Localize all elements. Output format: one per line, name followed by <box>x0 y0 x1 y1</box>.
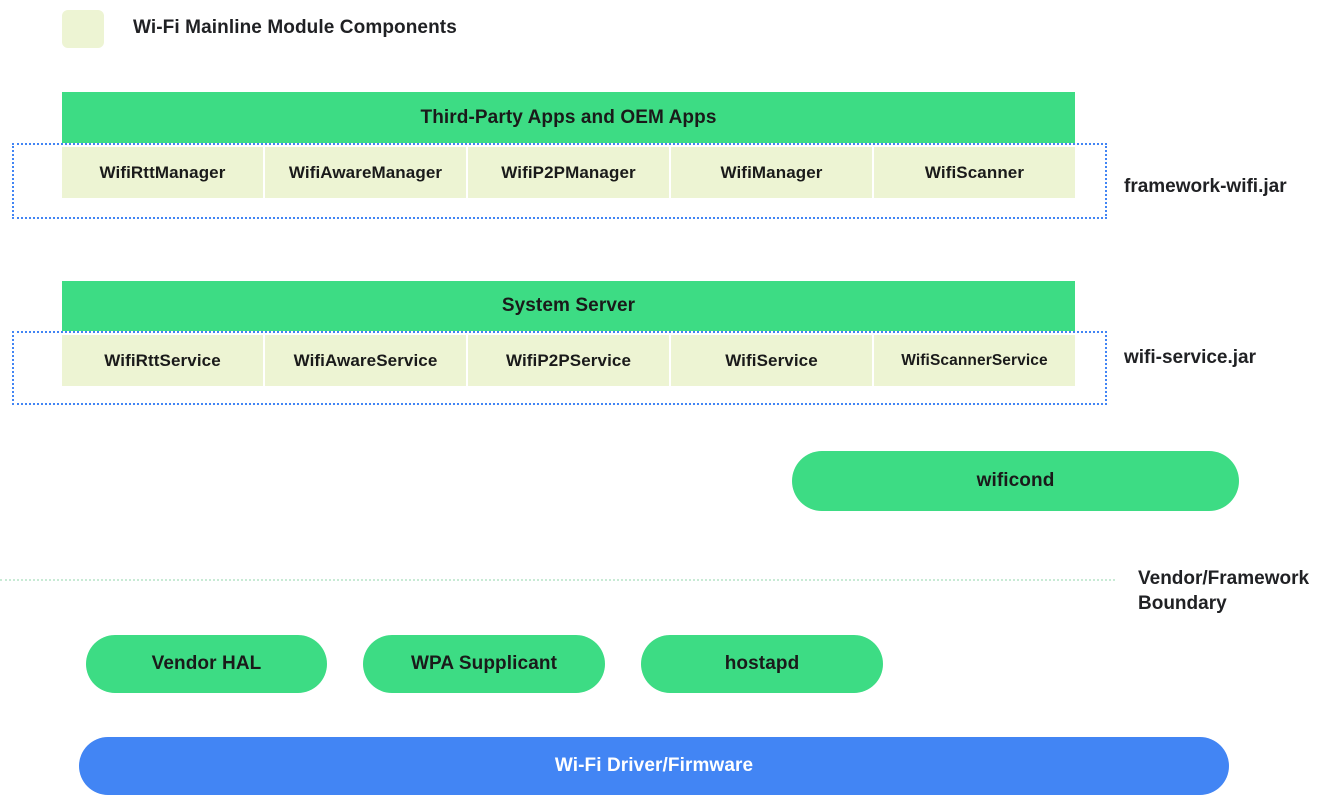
component-cell-wifiawaremanager[interactable]: WifiAwareManager <box>265 147 466 198</box>
legend-label: Wi-Fi Mainline Module Components <box>133 17 457 38</box>
component-cell-wifirttmanager[interactable]: WifiRttManager <box>62 147 263 198</box>
vendor-framework-boundary-label: Vendor/Framework Boundary <box>1138 566 1328 616</box>
wifi-service-component-strip: WifiRttService WifiAwareService WifiP2PS… <box>62 335 1075 386</box>
component-cell-wifiservice[interactable]: WifiService <box>671 335 872 386</box>
system-server-band: System Server <box>62 281 1075 331</box>
wifi-service-jar-label: wifi-service.jar <box>1124 347 1257 368</box>
wifi-driver-firmware-pill[interactable]: Wi-Fi Driver/Firmware <box>79 737 1229 795</box>
legend-color-swatch <box>62 10 104 48</box>
boundary-label-line-1: Vendor/Framework <box>1138 568 1310 589</box>
vendor-framework-boundary-line <box>0 579 1115 581</box>
framework-wifi-component-strip: WifiRttManager WifiAwareManager WifiP2PM… <box>62 147 1075 198</box>
wificond-pill[interactable]: wificond <box>792 451 1239 511</box>
framework-wifi-jar-label: framework-wifi.jar <box>1124 176 1287 197</box>
vendor-hal-pill[interactable]: Vendor HAL <box>86 635 327 693</box>
hostapd-pill[interactable]: hostapd <box>641 635 883 693</box>
component-cell-wifip2pmanager[interactable]: WifiP2PManager <box>468 147 669 198</box>
component-cell-wifirttservice[interactable]: WifiRttService <box>62 335 263 386</box>
component-cell-wifiscanner[interactable]: WifiScanner <box>874 147 1075 198</box>
component-cell-wifiscannerservice[interactable]: WifiScannerService <box>874 335 1075 386</box>
wpa-supplicant-pill[interactable]: WPA Supplicant <box>363 635 605 693</box>
component-cell-wifip2pservice[interactable]: WifiP2PService <box>468 335 669 386</box>
boundary-label-line-2: Boundary <box>1138 593 1227 614</box>
system-server-band-label: System Server <box>501 295 636 316</box>
third-party-apps-band-label: Third-Party Apps and OEM Apps <box>420 106 717 128</box>
framework-wifi-jar-boundary <box>12 143 1107 219</box>
wifi-service-jar-boundary <box>12 331 1107 405</box>
component-cell-wifimanager[interactable]: WifiManager <box>671 147 872 198</box>
component-cell-wifiawareservice[interactable]: WifiAwareService <box>265 335 466 386</box>
third-party-apps-band: Third-Party Apps and OEM Apps <box>62 92 1075 143</box>
